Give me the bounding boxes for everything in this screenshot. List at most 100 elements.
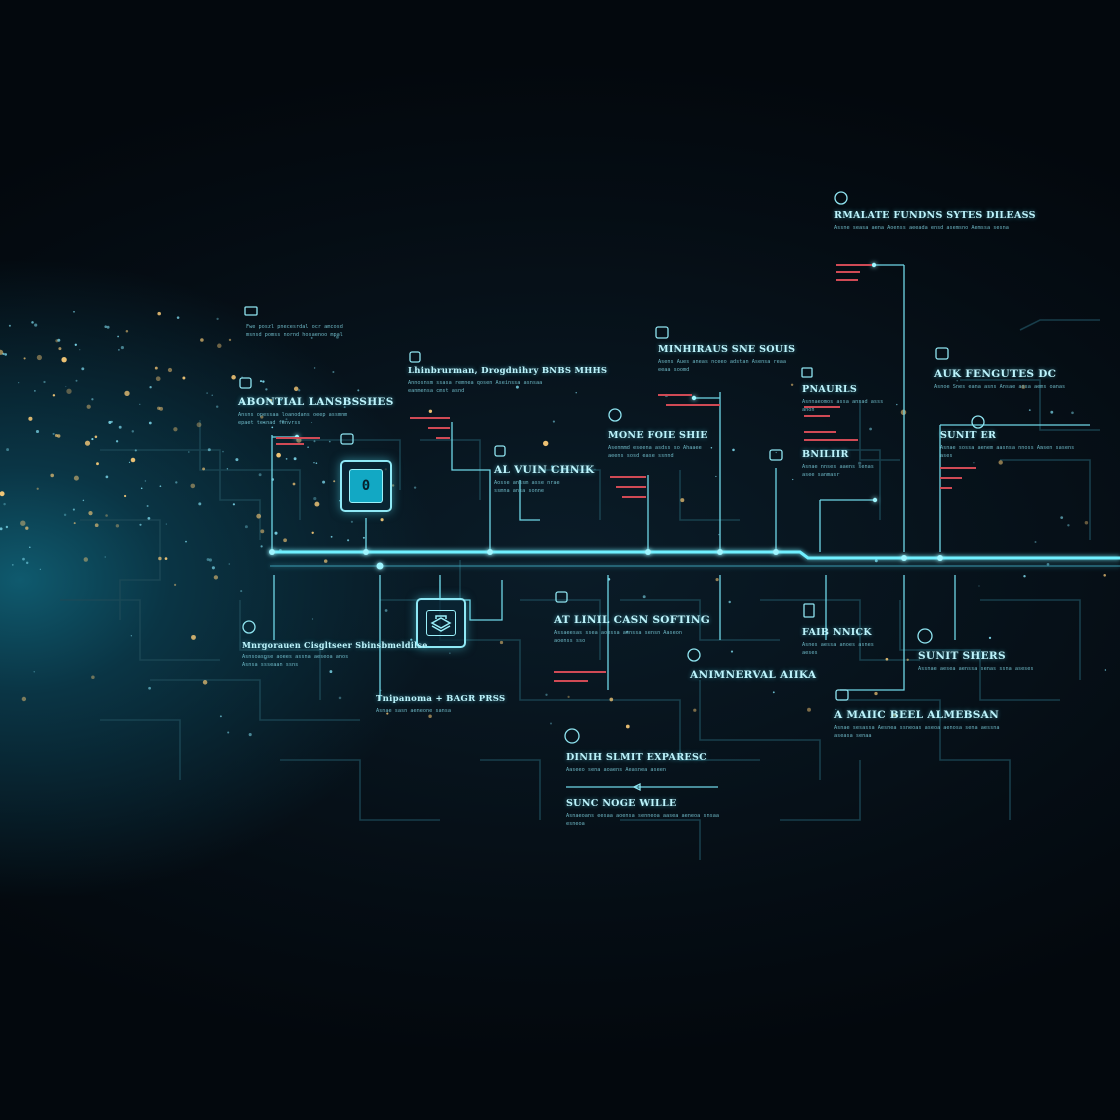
- particle: [313, 462, 315, 464]
- particle: [874, 691, 878, 696]
- particle: [23, 357, 26, 360]
- particle: [72, 508, 75, 511]
- particle: [332, 370, 335, 374]
- node-description: Aaseeo sena aoaens Aeasnea aseen: [566, 767, 666, 773]
- particle: [202, 680, 208, 685]
- particle: [269, 399, 273, 402]
- node-rmalate[interactable]: RMALATE FUNDNS SYTES DILEASS Assne seasa…: [834, 210, 1035, 232]
- particle: [200, 338, 204, 342]
- node-al-vuin[interactable]: AL VUIN CHNIK Aosse anssm asse nrae ssmn…: [494, 464, 594, 495]
- node-sunit-er[interactable]: SUNIT ER Asnae sossa aenem aasnsa nnoss …: [940, 430, 1080, 460]
- particle: [1023, 575, 1026, 578]
- particle: [52, 432, 55, 435]
- particle: [283, 538, 287, 543]
- node-bniliir[interactable]: BNILIIR Asnae nnses aaens senas asee san…: [802, 449, 882, 479]
- particle: [215, 405, 219, 408]
- node-description: Asnae sasn aeneone sansa: [376, 708, 451, 714]
- node-title: SUNIT ER: [940, 430, 997, 441]
- node-mone-foie[interactable]: MONE FOIE SHIE Asenmmd eseena asdss so A…: [608, 430, 707, 460]
- particle: [148, 686, 151, 690]
- hub-node[interactable]: 0: [340, 460, 392, 512]
- node-pnaurls[interactable]: PNAURLS Asnnaeomos assa ansad asss anon: [802, 384, 892, 414]
- particle: [240, 590, 243, 593]
- particle: [362, 536, 365, 539]
- particle: [0, 527, 3, 531]
- particle: [4, 353, 8, 356]
- particle: [63, 513, 67, 517]
- node-sunc-noge[interactable]: SUNC NOGE WILLE Asnaeoans eesaa aoensa s…: [566, 798, 721, 828]
- particle: [94, 435, 98, 439]
- node-description: Asnae sesassa Aesnea ssneoas aseoa aenos…: [834, 725, 1000, 739]
- particle: [50, 473, 55, 478]
- stack-hub-node[interactable]: [416, 598, 466, 648]
- particle: [120, 346, 124, 350]
- particle: [892, 713, 897, 717]
- particle: [187, 451, 190, 453]
- particle: [94, 523, 99, 528]
- node-abontial[interactable]: ABONTIAL LANSBSSHES Ansns opessaa loanod…: [238, 396, 393, 427]
- particle: [988, 636, 992, 640]
- node-tnipanoma[interactable]: Tnipanoma + BAGR PRSS Asnae sasn aeneone…: [376, 694, 506, 715]
- particle: [206, 558, 210, 561]
- node-auk-fengutes[interactable]: AUK FENGUTES DC Asnoe Snes eana asns Ans…: [934, 368, 1084, 391]
- particle: [149, 386, 152, 389]
- particle: [292, 482, 296, 486]
- node-description: Assaeesas ssea aoessa aenssa sensn Aaseo…: [554, 630, 683, 644]
- particle: [1050, 410, 1054, 414]
- particle: [1071, 411, 1074, 415]
- particle: [313, 497, 317, 501]
- particle: [196, 422, 202, 428]
- node-animnerval[interactable]: ANIMNERVAL AIIKA: [690, 669, 816, 681]
- node-description: Assne seasa aena Aoenss aeeada ensd asem…: [834, 225, 1009, 231]
- node-title: MINHIRAUS SNE SOUIS: [658, 344, 796, 355]
- particle: [730, 650, 734, 653]
- particle: [956, 380, 958, 382]
- node-a-maiic[interactable]: A MAIIC BEEL ALMEBSAN Asnae sesassa Aesn…: [834, 709, 1004, 740]
- node-description: Assnae aesea aenssa senas ssna aseses: [918, 666, 1034, 672]
- particle: [34, 323, 38, 327]
- particle: [329, 670, 333, 674]
- particle: [1084, 521, 1089, 525]
- particle: [29, 546, 31, 548]
- particle: [219, 715, 222, 718]
- red-markers: [276, 264, 976, 682]
- particle: [36, 487, 39, 490]
- particle: [155, 376, 161, 382]
- particle: [115, 524, 120, 528]
- particle: [335, 335, 339, 339]
- particle: [248, 733, 252, 737]
- particle: [25, 561, 29, 565]
- particle: [43, 380, 46, 384]
- node-title: Tnipanoma + BAGR PRSS: [376, 694, 506, 704]
- particle: [293, 457, 297, 461]
- particle: [307, 446, 309, 448]
- particle: [65, 386, 67, 388]
- node-sunit-shers[interactable]: SUNIT SHERS Assnae aesea aenssa senas ss…: [918, 650, 1038, 673]
- particle: [594, 468, 596, 470]
- particle: [263, 421, 265, 424]
- node-glyph-icons: [239, 191, 985, 792]
- node-top-left: Fwe poszl pnecesrdal ocr amcosd msnsd po…: [246, 320, 356, 339]
- particle: [81, 367, 85, 371]
- particle: [264, 657, 267, 660]
- node-title: A MAIIC BEEL ALMEBSAN: [834, 709, 999, 721]
- node-minhiraus[interactable]: MINHIRAUS SNE SOUIS Asens Aues aneas nce…: [658, 344, 796, 374]
- particle: [227, 731, 230, 734]
- particle-field: [0, 311, 1107, 737]
- node-dinih-slmit[interactable]: DINIH SLMIT EXPARESC Aaseeo sena aoaens …: [566, 752, 721, 774]
- particle: [410, 638, 413, 641]
- node-faib-nnick[interactable]: FAIB NNICK Asnes aessa anoes asnes aeses: [802, 627, 882, 657]
- particle: [1040, 445, 1042, 448]
- particle: [347, 539, 350, 542]
- node-lhinbrurman[interactable]: Lhinbrurman, Drogdnihry BNBS MHHS Annosn…: [408, 366, 607, 395]
- particle: [807, 707, 811, 712]
- particle: [104, 556, 106, 558]
- particle: [175, 481, 178, 484]
- particle: [158, 556, 162, 561]
- particle: [869, 427, 872, 431]
- node-mnrgorauen[interactable]: Mnrgorauen Cisgltseer Sbinsbmeldilse Asn…: [242, 640, 427, 669]
- particle: [642, 595, 646, 599]
- node-at-linil[interactable]: AT LINIL CASN SOFTING Assaeesas ssea aoe…: [554, 614, 710, 645]
- particle: [260, 529, 265, 534]
- particle: [550, 722, 552, 725]
